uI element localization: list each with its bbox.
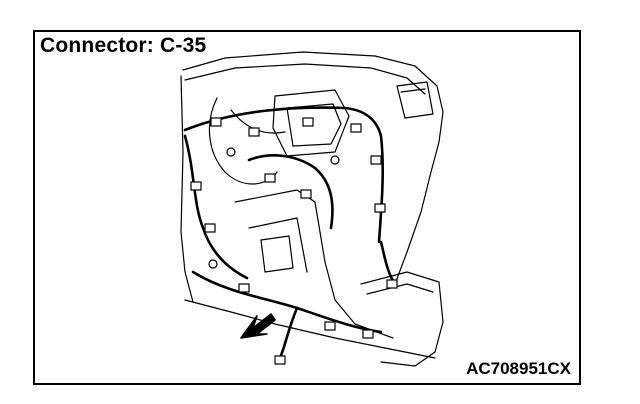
- harness-connector: [208, 259, 218, 269]
- harness-connector: [362, 329, 374, 339]
- harness-connector: [264, 173, 276, 183]
- harness-connector: [210, 117, 222, 127]
- dashboard-harness-drawing: [180, 51, 444, 367]
- steering-column: [208, 97, 278, 185]
- center-console-outline: [234, 189, 394, 339]
- harness-connector: [330, 155, 340, 165]
- harness-floor: [191, 270, 383, 334]
- harness-connector: [274, 355, 286, 365]
- harness-main: [183, 106, 384, 244]
- harness-connector: [226, 147, 236, 157]
- harness-connector: [370, 155, 382, 165]
- figure-code: AC708951CX: [466, 359, 571, 378]
- dashboard-top-inner: [184, 63, 426, 95]
- harness-connector: [248, 127, 260, 137]
- harness-connector: [300, 189, 312, 199]
- harness-connector: [324, 321, 336, 331]
- harness-connector: [204, 223, 216, 233]
- dashboard-top-outline: [182, 51, 444, 285]
- diagram-frame: Connector: C-35: [33, 30, 581, 385]
- harness-connector: [302, 117, 314, 127]
- harness-connector: [350, 123, 362, 133]
- floor-line: [184, 299, 436, 359]
- harness-connector: [374, 203, 386, 213]
- dashboard-left-edge: [180, 75, 194, 303]
- harness-connector: [386, 279, 398, 289]
- lower-panel-outline: [360, 271, 444, 367]
- locator-arrow-icon: [240, 313, 276, 339]
- harness-connector: [238, 283, 250, 293]
- harness-drop: [277, 306, 299, 362]
- defroster-vent: [396, 81, 434, 119]
- instrument-opening: [272, 89, 350, 157]
- harness-left: [183, 134, 249, 280]
- connector-title: Connector: C-35: [40, 34, 207, 57]
- harness-connector: [190, 181, 202, 191]
- harness-center: [247, 154, 334, 230]
